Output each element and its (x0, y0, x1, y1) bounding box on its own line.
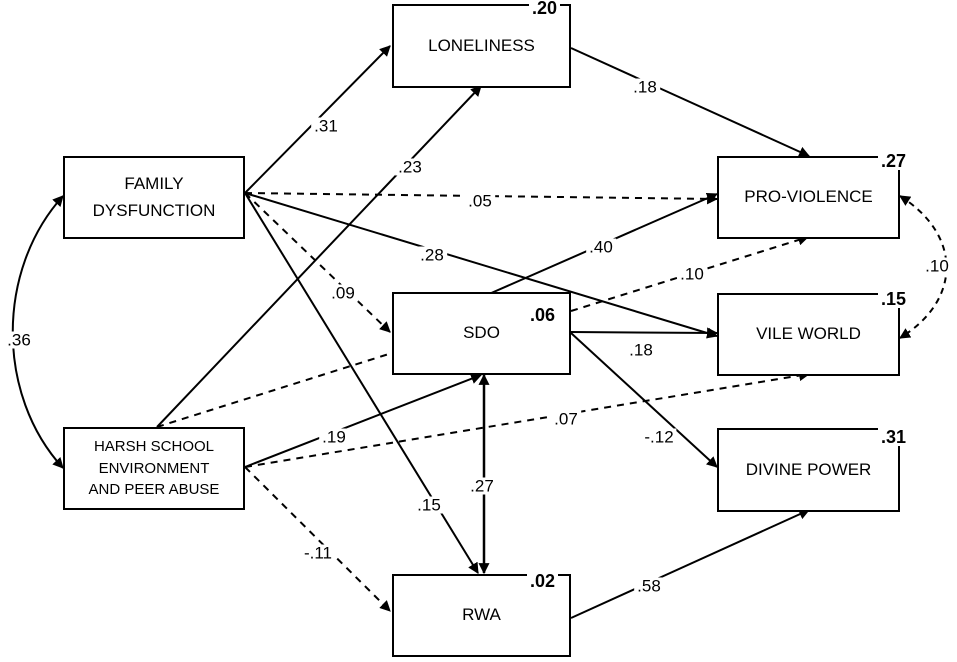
coef-harsh-loneliness: .23 (395, 158, 425, 176)
coef-harsh-vileworld: .07 (551, 410, 581, 428)
divinepower-r2: .31 (878, 428, 910, 446)
node-loneliness: LONELINESS (392, 4, 571, 88)
coef-harsh-sdo: .19 (319, 428, 349, 446)
coef-family-sdo: .09 (328, 284, 358, 302)
rwa-r2: .02 (527, 572, 559, 590)
sdo-r2: .06 (527, 306, 559, 324)
coef-corr-sdo-rwa: .27 (467, 477, 497, 495)
node-vile-world: VILE WORLD (717, 293, 900, 376)
coef-family-loneliness: .31 (311, 117, 341, 135)
path-harsh-vileworld (244, 370, 811, 468)
coef-loneliness-proviolence: .18 (630, 78, 660, 96)
coef-corr-proviolence-vileworld: .10 (922, 257, 952, 275)
path-harsh-sdo (244, 373, 483, 468)
coef-family-vileworld: .28 (417, 246, 447, 264)
path-sdo-divinepower (570, 332, 718, 468)
coef-harsh-rwa: -.11 (300, 544, 336, 562)
path-rwa-divinepower (570, 509, 811, 619)
loneliness-r2: .20 (529, 0, 561, 17)
path-rwa-proviolence (570, 234, 810, 312)
node-sdo-label: SDO (463, 323, 500, 343)
coef-corr-family-harsh: .36 (4, 331, 34, 349)
node-harsh-school-environment-label: HARSH SCHOOL ENVIRONMENT AND PEER ABUSE (88, 437, 220, 499)
coef-rwa-divinepower: .58 (634, 577, 664, 595)
path-loneliness-proviolence (570, 47, 811, 157)
node-pro-violence: PRO-VIOLENCE (717, 156, 900, 239)
coef-rwa-proviolence: .10 (677, 265, 707, 283)
path-sdo-vileworld (570, 327, 719, 339)
path-family-vileworld (244, 192, 719, 339)
node-pro-violence-label: PRO-VIOLENCE (744, 187, 873, 207)
node-divine-power: DIVINE POWER (717, 428, 900, 512)
path-harsh-loneliness (156, 85, 482, 428)
path-harsh-sdo-dashed (156, 352, 393, 428)
vileworld-r2: .15 (878, 290, 910, 308)
node-vile-world-label: VILE WORLD (756, 324, 861, 344)
coef-sdo-proviolence: .40 (586, 238, 616, 256)
coef-sdo-vileworld: .18 (626, 341, 656, 359)
coef-family-proviolence: .05 (465, 192, 495, 210)
proviolence-r2: .27 (878, 152, 910, 170)
node-divine-power-label: DIVINE POWER (745, 459, 872, 479)
node-family-dysfunction-label: FAMILY DYSFUNCTION (92, 174, 216, 220)
node-loneliness-label: LONELINESS (428, 35, 535, 55)
node-family-dysfunction: FAMILY DYSFUNCTION (63, 156, 245, 239)
coef-sdo-divinepower: -.12 (641, 428, 677, 446)
node-harsh-school-environment: HARSH SCHOOL ENVIRONMENT AND PEER ABUSE (63, 427, 245, 510)
path-harsh-rwa (244, 466, 391, 612)
coef-family-rwa: .15 (414, 496, 444, 514)
node-rwa-label: RWA (462, 605, 501, 625)
node-sdo: SDO (392, 292, 571, 375)
